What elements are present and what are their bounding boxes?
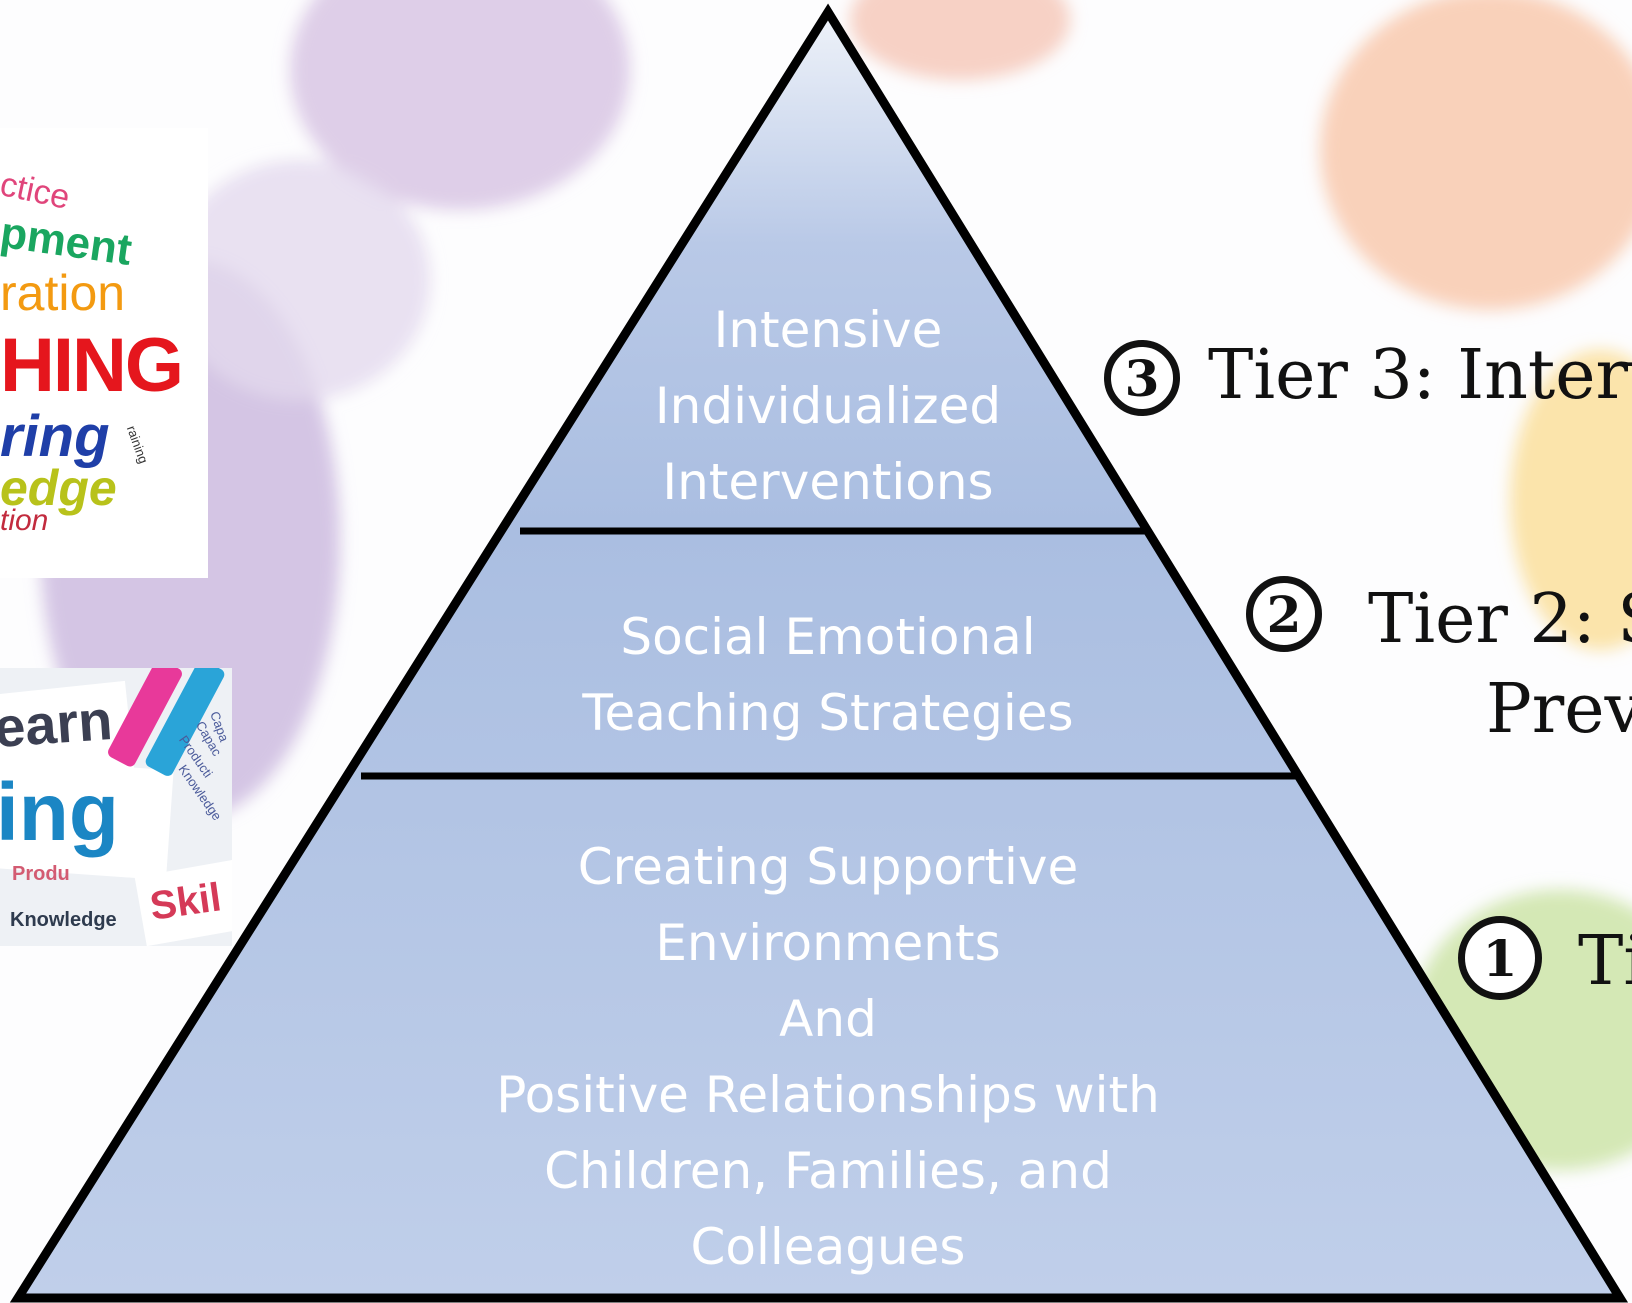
tier-1-line: Positive Relationships with xyxy=(496,1066,1160,1124)
word-cloud-image: ctice pment ration HING ring edge tion r… xyxy=(0,128,208,578)
tier-3-text: Intensive Individualized Interventions xyxy=(655,292,1001,520)
word-cloud-word: ration xyxy=(0,265,126,321)
splash-purple-mid xyxy=(170,160,430,400)
word-cloud-word: raining xyxy=(123,423,152,466)
learning-word: earn xyxy=(0,687,115,760)
tier-1-line: Environments xyxy=(655,914,1001,972)
splash-salmon-top xyxy=(850,0,1070,80)
tier-2-badge: 2 xyxy=(1246,576,1322,652)
learning-word: Produ xyxy=(12,863,70,885)
tier-1-line: Creating Supportive xyxy=(577,838,1079,896)
learning-collage-image: earn ing Skil Knowledge Produ Capa Capac… xyxy=(0,668,232,946)
tier-1-text: Creating Supportive Environments And Pos… xyxy=(496,829,1160,1285)
word-cloud-word: ring xyxy=(0,404,110,469)
splash-purple-top xyxy=(290,0,630,210)
word-cloud-word: pment xyxy=(0,208,135,275)
tier-2-label: Tier 2: S xyxy=(1368,580,1632,659)
tier-1-badge: 1 xyxy=(1458,916,1542,1000)
word-cloud-word: tion xyxy=(0,504,49,537)
tier-3-badge: 3 xyxy=(1104,340,1180,416)
learning-word: ing xyxy=(0,767,119,858)
tier-1-line: Children, Families, and xyxy=(544,1142,1112,1200)
tier-2-line: Social Emotional xyxy=(620,608,1036,666)
tier-3-line: Intensive xyxy=(713,301,943,359)
pyramid-body xyxy=(9,3,1629,1303)
word-cloud-word: ctice xyxy=(0,165,74,217)
tier-2-line: Teaching Strategies xyxy=(582,684,1074,742)
word-cloud-word: edge xyxy=(0,460,117,516)
word-cloud-word: HING xyxy=(0,323,184,408)
tier-3-line: Individualized xyxy=(654,377,1002,435)
learning-word: Skil xyxy=(147,875,224,929)
pyramid xyxy=(9,3,1629,1303)
tier-1-line: And xyxy=(779,990,877,1048)
splash-orange-right xyxy=(1320,0,1632,310)
learning-word: Knowledge xyxy=(10,909,117,931)
tier-2-text: Social Emotional Teaching Strategies xyxy=(582,599,1073,751)
tier-1-line: Colleagues xyxy=(690,1218,966,1276)
tier-2-label-line2: Prev xyxy=(1486,670,1632,749)
splash-yellow-right xyxy=(1510,350,1632,650)
tier-3-line: Interventions xyxy=(662,453,994,511)
tier-1-label: Ti xyxy=(1578,922,1632,1001)
tier-3-label: Tier 3: Interv xyxy=(1208,336,1632,415)
